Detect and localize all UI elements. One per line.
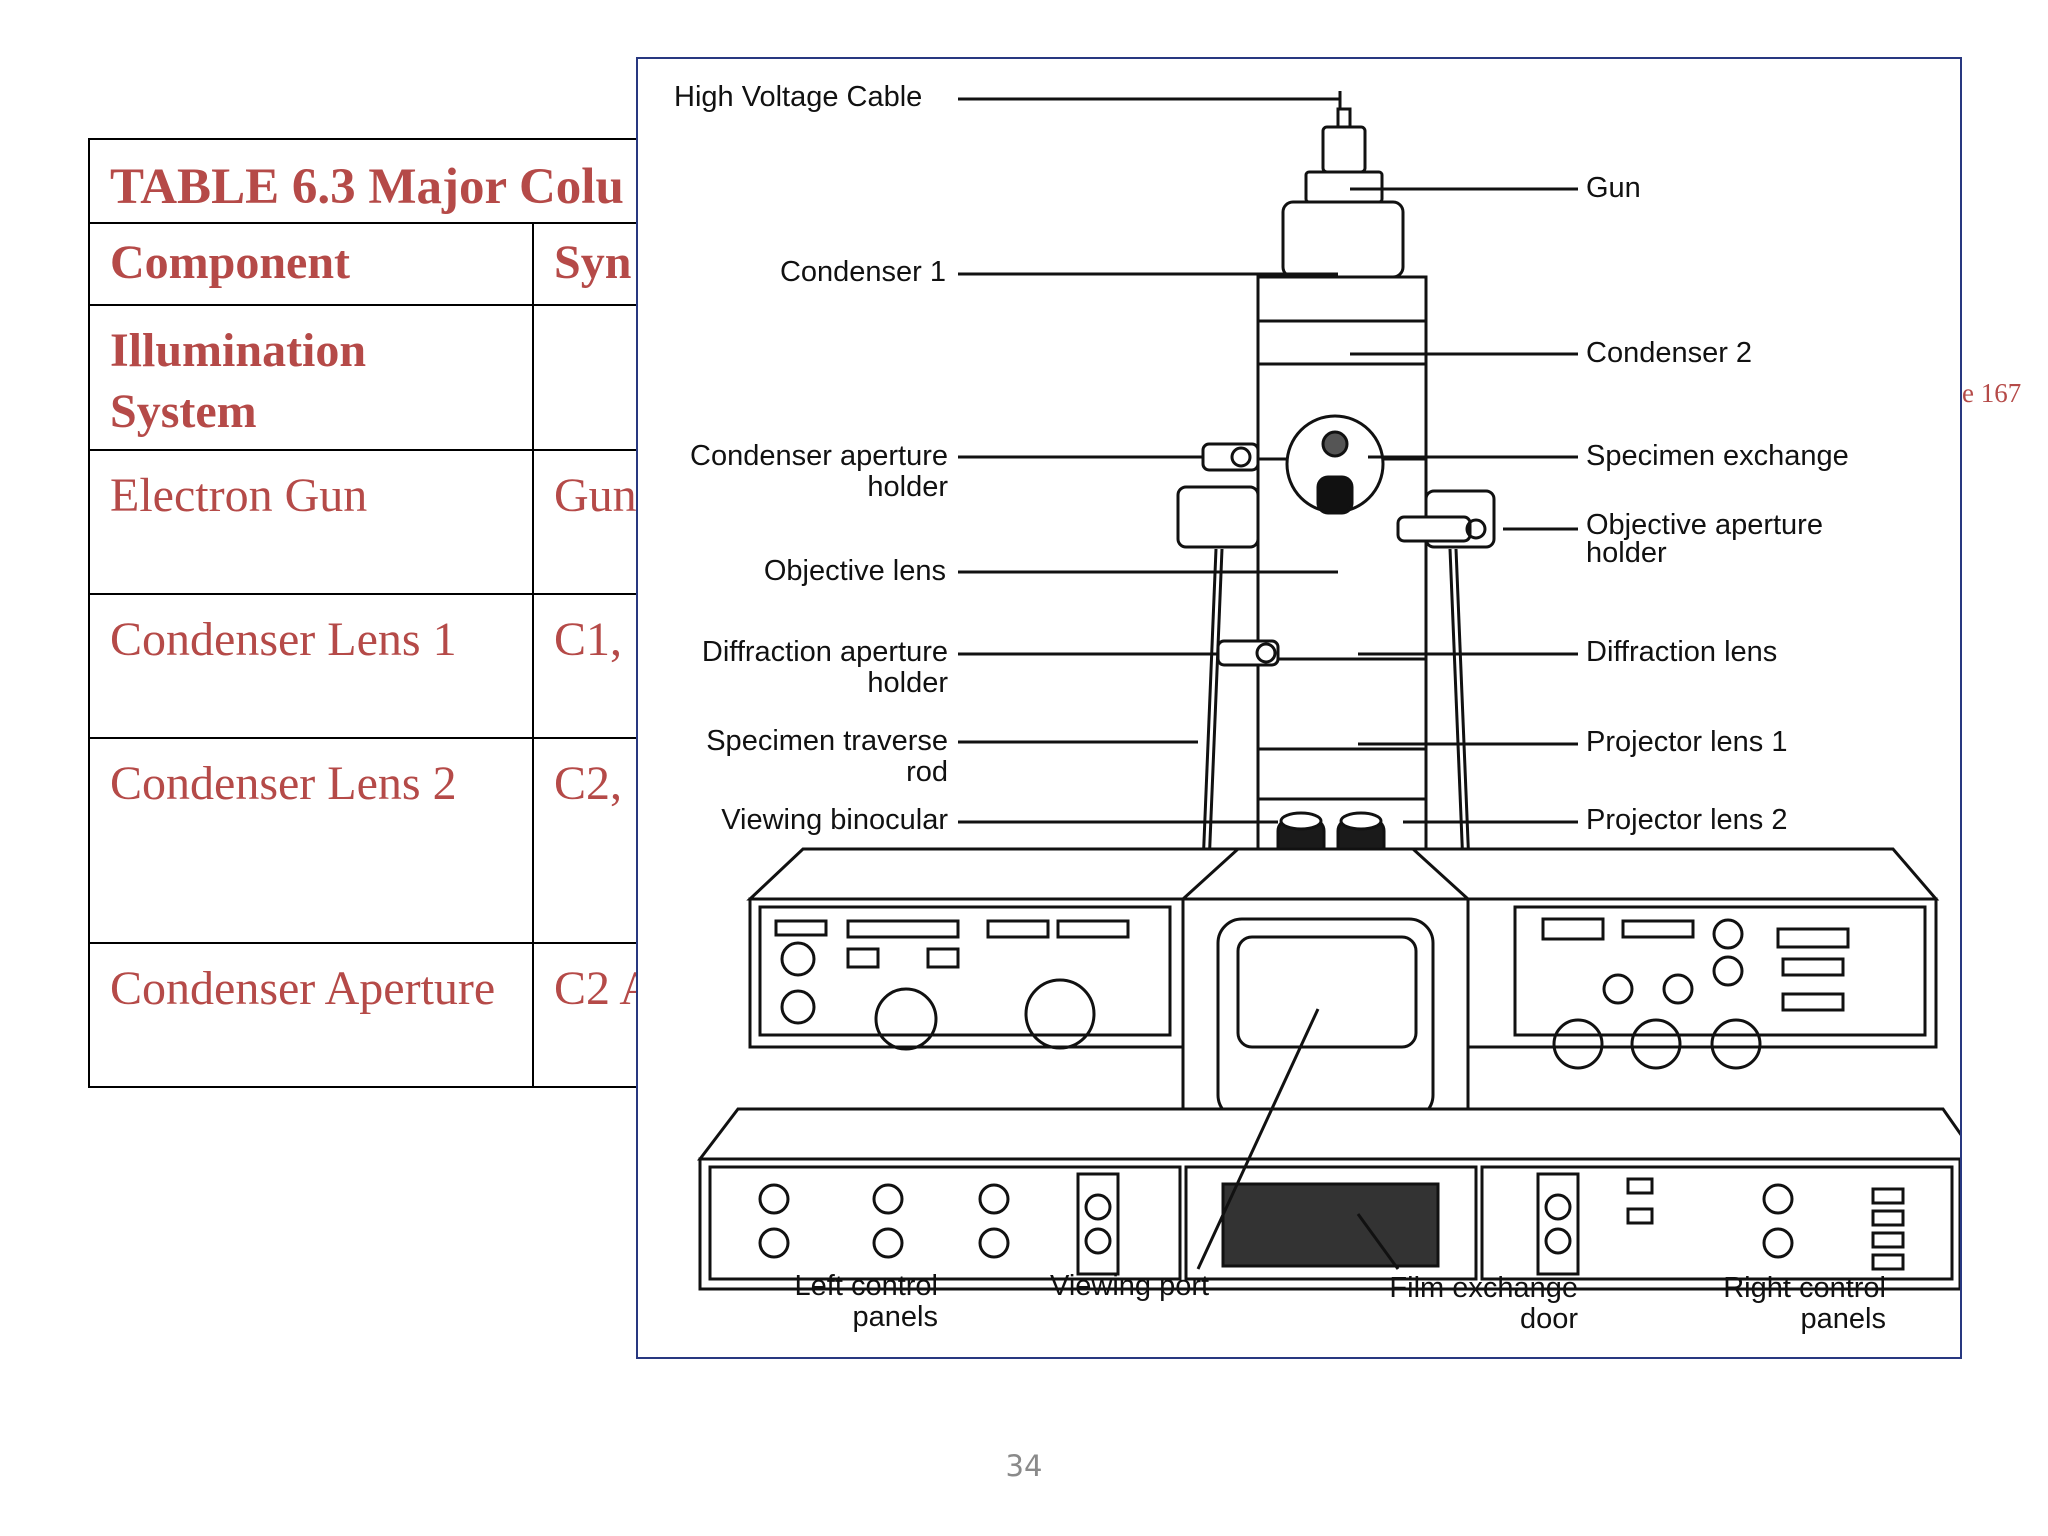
label-projector-lens-2: Projector lens 2: [1586, 804, 1788, 836]
label-high-voltage-cable: High Voltage Cable: [674, 81, 923, 113]
label-objective-lens: Objective lens: [763, 555, 946, 587]
table-row: Condenser Lens 1 C1,: [90, 595, 806, 739]
cell-component: Condenser Aperture: [90, 944, 534, 1086]
cell-component: Illumination System: [90, 306, 534, 449]
table-row: Condenser Lens 2 C2,: [90, 739, 806, 944]
table-title: TABLE 6.3 Major Colu: [90, 140, 806, 224]
label-viewing-binocular: Viewing binocular: [721, 804, 948, 836]
label-left-control-panels: Left control panels: [794, 1270, 938, 1333]
tem-illustration: [696, 91, 1960, 1291]
label-specimen-exchange: Specimen exchange: [1586, 440, 1849, 472]
label-condenser-2: Condenser 2: [1586, 337, 1753, 369]
page-reference: e 167: [1962, 378, 2022, 408]
label-condenser-1: Condenser 1: [779, 256, 946, 288]
cell-symbol: Gun: [554, 469, 637, 522]
label-viewing-port: Viewing port: [1050, 1270, 1210, 1302]
label-film-exchange-door: Film exchange door: [1389, 1272, 1578, 1335]
cell-symbol: C1,: [554, 613, 623, 666]
label-projector-lens-1: Projector lens 1: [1586, 726, 1788, 758]
cell-component: Condenser Lens 2: [90, 739, 534, 942]
table-header-row: Component Syn: [90, 224, 806, 306]
table-row: Electron Gun Gun: [90, 451, 806, 595]
label-objective-aperture-holder: Objective aperture holder: [1586, 509, 1823, 569]
table-row: Illumination System: [90, 306, 806, 451]
page-number: 34: [1005, 1449, 1043, 1483]
label-specimen-traverse-rod: Specimen traverse rod: [706, 725, 948, 788]
label-diffraction-lens: Diffraction lens: [1586, 636, 1778, 668]
header-symbol: Syn: [554, 236, 632, 289]
cell-symbol: C2,: [554, 757, 623, 810]
header-component: Component: [90, 224, 534, 304]
tem-diagram-figure: High Voltage Cable Gun Condenser 1 Conde…: [636, 57, 1962, 1359]
label-gun: Gun: [1586, 172, 1641, 204]
label-right-control-panels: Right control panels: [1723, 1272, 1886, 1335]
cell-component: Condenser Lens 1: [90, 595, 534, 737]
label-condenser-aperture-holder: Condenser aperture holder: [690, 440, 948, 503]
label-diffraction-aperture-holder: Diffraction aperture holder: [701, 636, 948, 699]
cell-component: Electron Gun: [90, 451, 534, 593]
table-row: Condenser Aperture C2 A: [90, 944, 806, 1088]
major-column-components-table: TABLE 6.3 Major Colu Component Syn Illum…: [88, 138, 808, 1088]
